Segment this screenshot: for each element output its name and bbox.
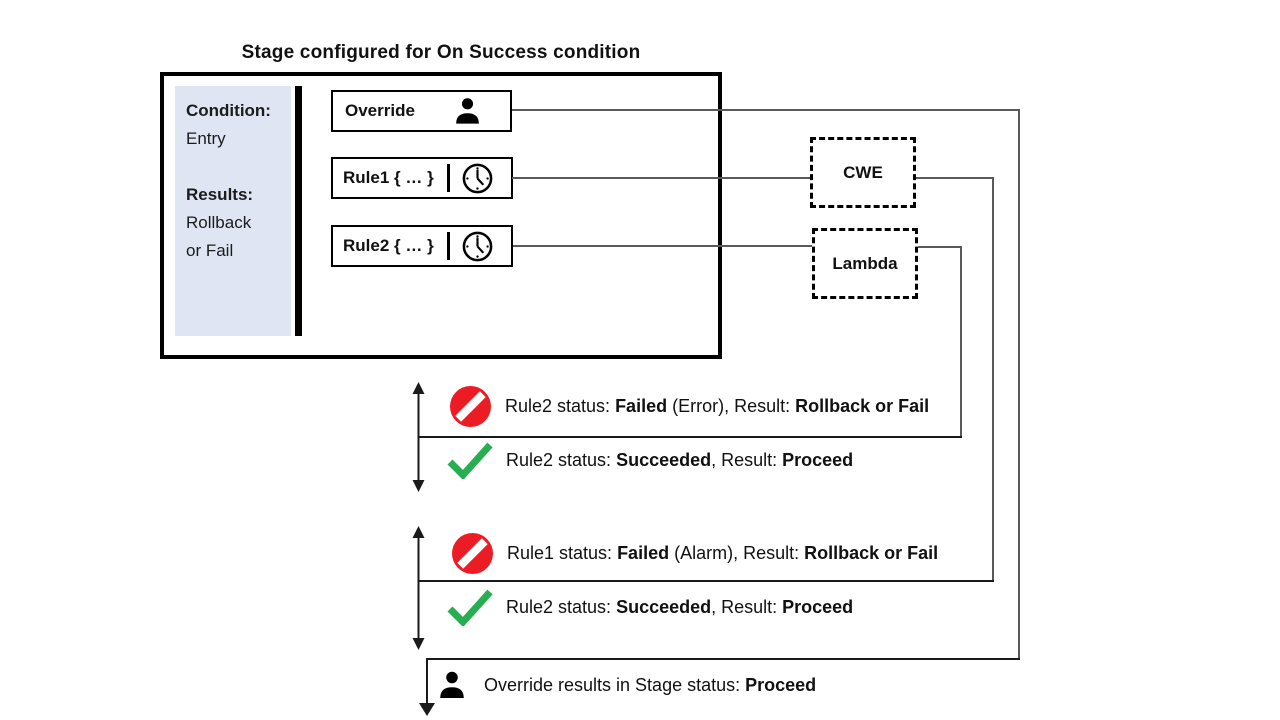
connector-cwe-down: [992, 177, 994, 582]
person-icon: [456, 97, 479, 124]
down-arrowhead-icon: [419, 703, 435, 716]
condition-label: Condition:: [186, 101, 271, 120]
divider-group1: [418, 436, 962, 438]
override-box: Override: [331, 90, 512, 132]
double-arrow-icon: [412, 382, 425, 492]
connector-lambda-down: [960, 246, 962, 438]
lambda-label: Lambda: [832, 253, 898, 273]
rule1-label: Rule1 { … }: [343, 168, 434, 187]
rule2-label: Rule2 { … }: [343, 236, 434, 255]
connector-lambda-right: [918, 246, 962, 248]
person-icon: [440, 671, 464, 698]
outcome-text: Rule2 status: Failed (Error), Result: Ro…: [505, 395, 930, 416]
clock-icon: [462, 231, 493, 261]
connector-rule2-to-lambda: [513, 245, 812, 247]
outcome-row-rule2-succeeded: Rule2 status: Succeeded, Result: Proceed: [446, 440, 853, 480]
condition-panel: Condition: Entry Results: Rollback or Fa…: [175, 86, 291, 336]
connector-bottom-horizontal: [427, 658, 1020, 660]
rule2-box: Rule2 { … }: [331, 225, 513, 267]
rule1-box: Rule1 { … }: [331, 157, 513, 199]
outcome-row-rule2-succeeded-2: Rule2 status: Succeeded, Result: Proceed: [446, 587, 853, 627]
check-icon: [447, 589, 493, 626]
clock-icon: [462, 163, 493, 193]
connector-cwe-right: [916, 177, 994, 179]
outcome-text: Override results in Stage status: Procee…: [484, 674, 817, 695]
no-entry-icon: [452, 532, 493, 574]
no-entry-icon: [450, 385, 491, 427]
cwe-label: CWE: [843, 162, 883, 182]
condition-value: Entry: [186, 129, 226, 148]
pipe-separator: [446, 164, 450, 192]
outcome-text: Rule2 status: Succeeded, Result: Proceed: [506, 596, 854, 617]
lambda-box: Lambda: [812, 228, 918, 299]
results-value-line2: or Fail: [186, 241, 234, 260]
check-icon: [447, 442, 493, 479]
connector-override-right: [512, 109, 1020, 111]
outcome-row-override: Override results in Stage status: Procee…: [437, 665, 816, 705]
double-arrow-icon: [412, 526, 425, 650]
results-value-line1: Rollback: [186, 213, 252, 232]
override-label: Override: [345, 101, 415, 120]
connector-rule1-to-cwe: [512, 177, 810, 179]
panel-divider-bar: [295, 86, 302, 336]
results-label: Results:: [186, 185, 254, 204]
connector-override-down: [1018, 109, 1020, 660]
diagram-title: Stage configured for On Success conditio…: [241, 42, 641, 63]
pipe-separator: [446, 232, 450, 260]
outcome-text: Rule1 status: Failed (Alarm), Result: Ro…: [507, 542, 939, 563]
outcome-row-rule1-failed: Rule1 status: Failed (Alarm), Result: Ro…: [452, 530, 938, 576]
cwe-box: CWE: [810, 137, 916, 208]
outcome-text: Rule2 status: Succeeded, Result: Proceed: [506, 449, 854, 470]
panel-spacer: [186, 153, 291, 181]
outcome-row-rule2-failed: Rule2 status: Failed (Error), Result: Ro…: [450, 383, 929, 429]
divider-group2: [418, 580, 994, 582]
connector-bottom-vertical: [426, 658, 428, 704]
